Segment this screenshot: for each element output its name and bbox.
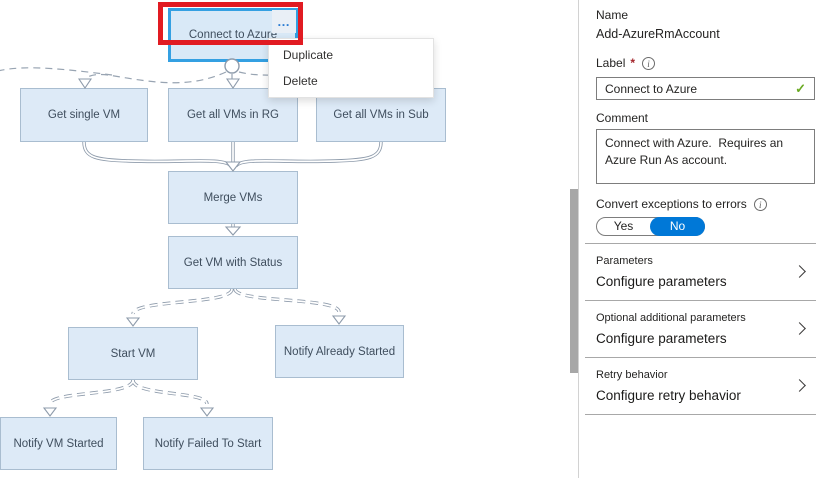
section-title: Parameters [596,255,653,267]
node-get-vm-with-status[interactable]: Get VM with Status [168,236,298,289]
section-title: Optional additional parameters [596,312,746,324]
node-label: Notify VM Started [13,437,104,450]
section-retry-behavior[interactable]: Retry behavior Configure retry behavior [585,357,816,415]
label-field-title: Label [596,56,626,70]
convert-exceptions-toggle[interactable]: Yes No [596,217,705,236]
runbook-canvas: Connect to Azure Get single VM Get all V… [0,2,446,470]
section-action: Configure parameters [596,331,727,346]
section-action: Configure parameters [596,274,727,289]
node-options-ellipsis-button[interactable]: … [272,10,296,33]
node-start-vm[interactable]: Start VM [68,327,198,380]
valid-checkmark-icon: ✓ [795,80,806,96]
convert-exceptions-row: Convert exceptions to errors i [596,197,767,211]
section-optional-parameters[interactable]: Optional additional parameters Configure… [585,300,816,357]
panel-divider-line [578,0,579,478]
node-notify-failed-to-start[interactable]: Notify Failed To Start [143,417,273,470]
node-notify-already-started[interactable]: Notify Already Started [275,325,404,378]
comment-label: Comment [596,111,649,125]
label-field-row: Label * i [596,56,656,70]
node-get-all-vms-in-rg[interactable]: Get all VMs in RG [168,88,298,142]
required-asterisk: * [630,56,636,70]
comment-textarea[interactable]: Connect with Azure. Requires an Azure Ru… [596,129,815,184]
name-value: Add-AzureRmAccount [596,27,720,41]
node-label: Notify Already Started [283,345,396,358]
section-title: Retry behavior [596,369,668,381]
menu-item-duplicate[interactable]: Duplicate [283,48,334,62]
label-input-value: Connect to Azure [605,81,698,96]
node-label: Get all VMs in RG [186,109,280,121]
toggle-option-yes[interactable]: Yes [613,219,634,233]
label-input[interactable]: Connect to Azure ✓ [596,77,815,100]
node-label: Get single VM [47,109,121,121]
menu-item-delete[interactable]: Delete [283,74,318,88]
node-label: Get all VMs in Sub [333,109,429,121]
node-merge-vms[interactable]: Merge VMs [168,171,298,224]
convert-exceptions-label: Convert exceptions to errors [596,197,747,211]
node-label: Get VM with Status [183,256,283,269]
node-label: Notify Failed To Start [154,437,262,450]
node-context-menu: Duplicate Delete [268,38,434,98]
node-label: Connect to Azure [188,29,278,41]
node-label: Start VM [110,347,156,360]
activity-properties-panel: Name Add-AzureRmAccount Label * i Connec… [579,0,822,478]
info-icon[interactable]: i [642,56,656,70]
panel-scrollbar-thumb[interactable] [570,189,578,373]
config-sections: Parameters Configure parameters Optional… [585,243,816,415]
section-parameters[interactable]: Parameters Configure parameters [585,243,816,300]
toggle-option-no[interactable]: No [650,217,705,236]
node-get-single-vm[interactable]: Get single VM [20,88,148,142]
name-label: Name [596,8,629,22]
info-icon[interactable]: i [753,197,767,211]
output-connector-circle[interactable] [224,58,240,74]
node-notify-vm-started[interactable]: Notify VM Started [0,417,117,470]
node-label: Merge VMs [203,191,263,204]
section-action: Configure retry behavior [596,388,741,403]
